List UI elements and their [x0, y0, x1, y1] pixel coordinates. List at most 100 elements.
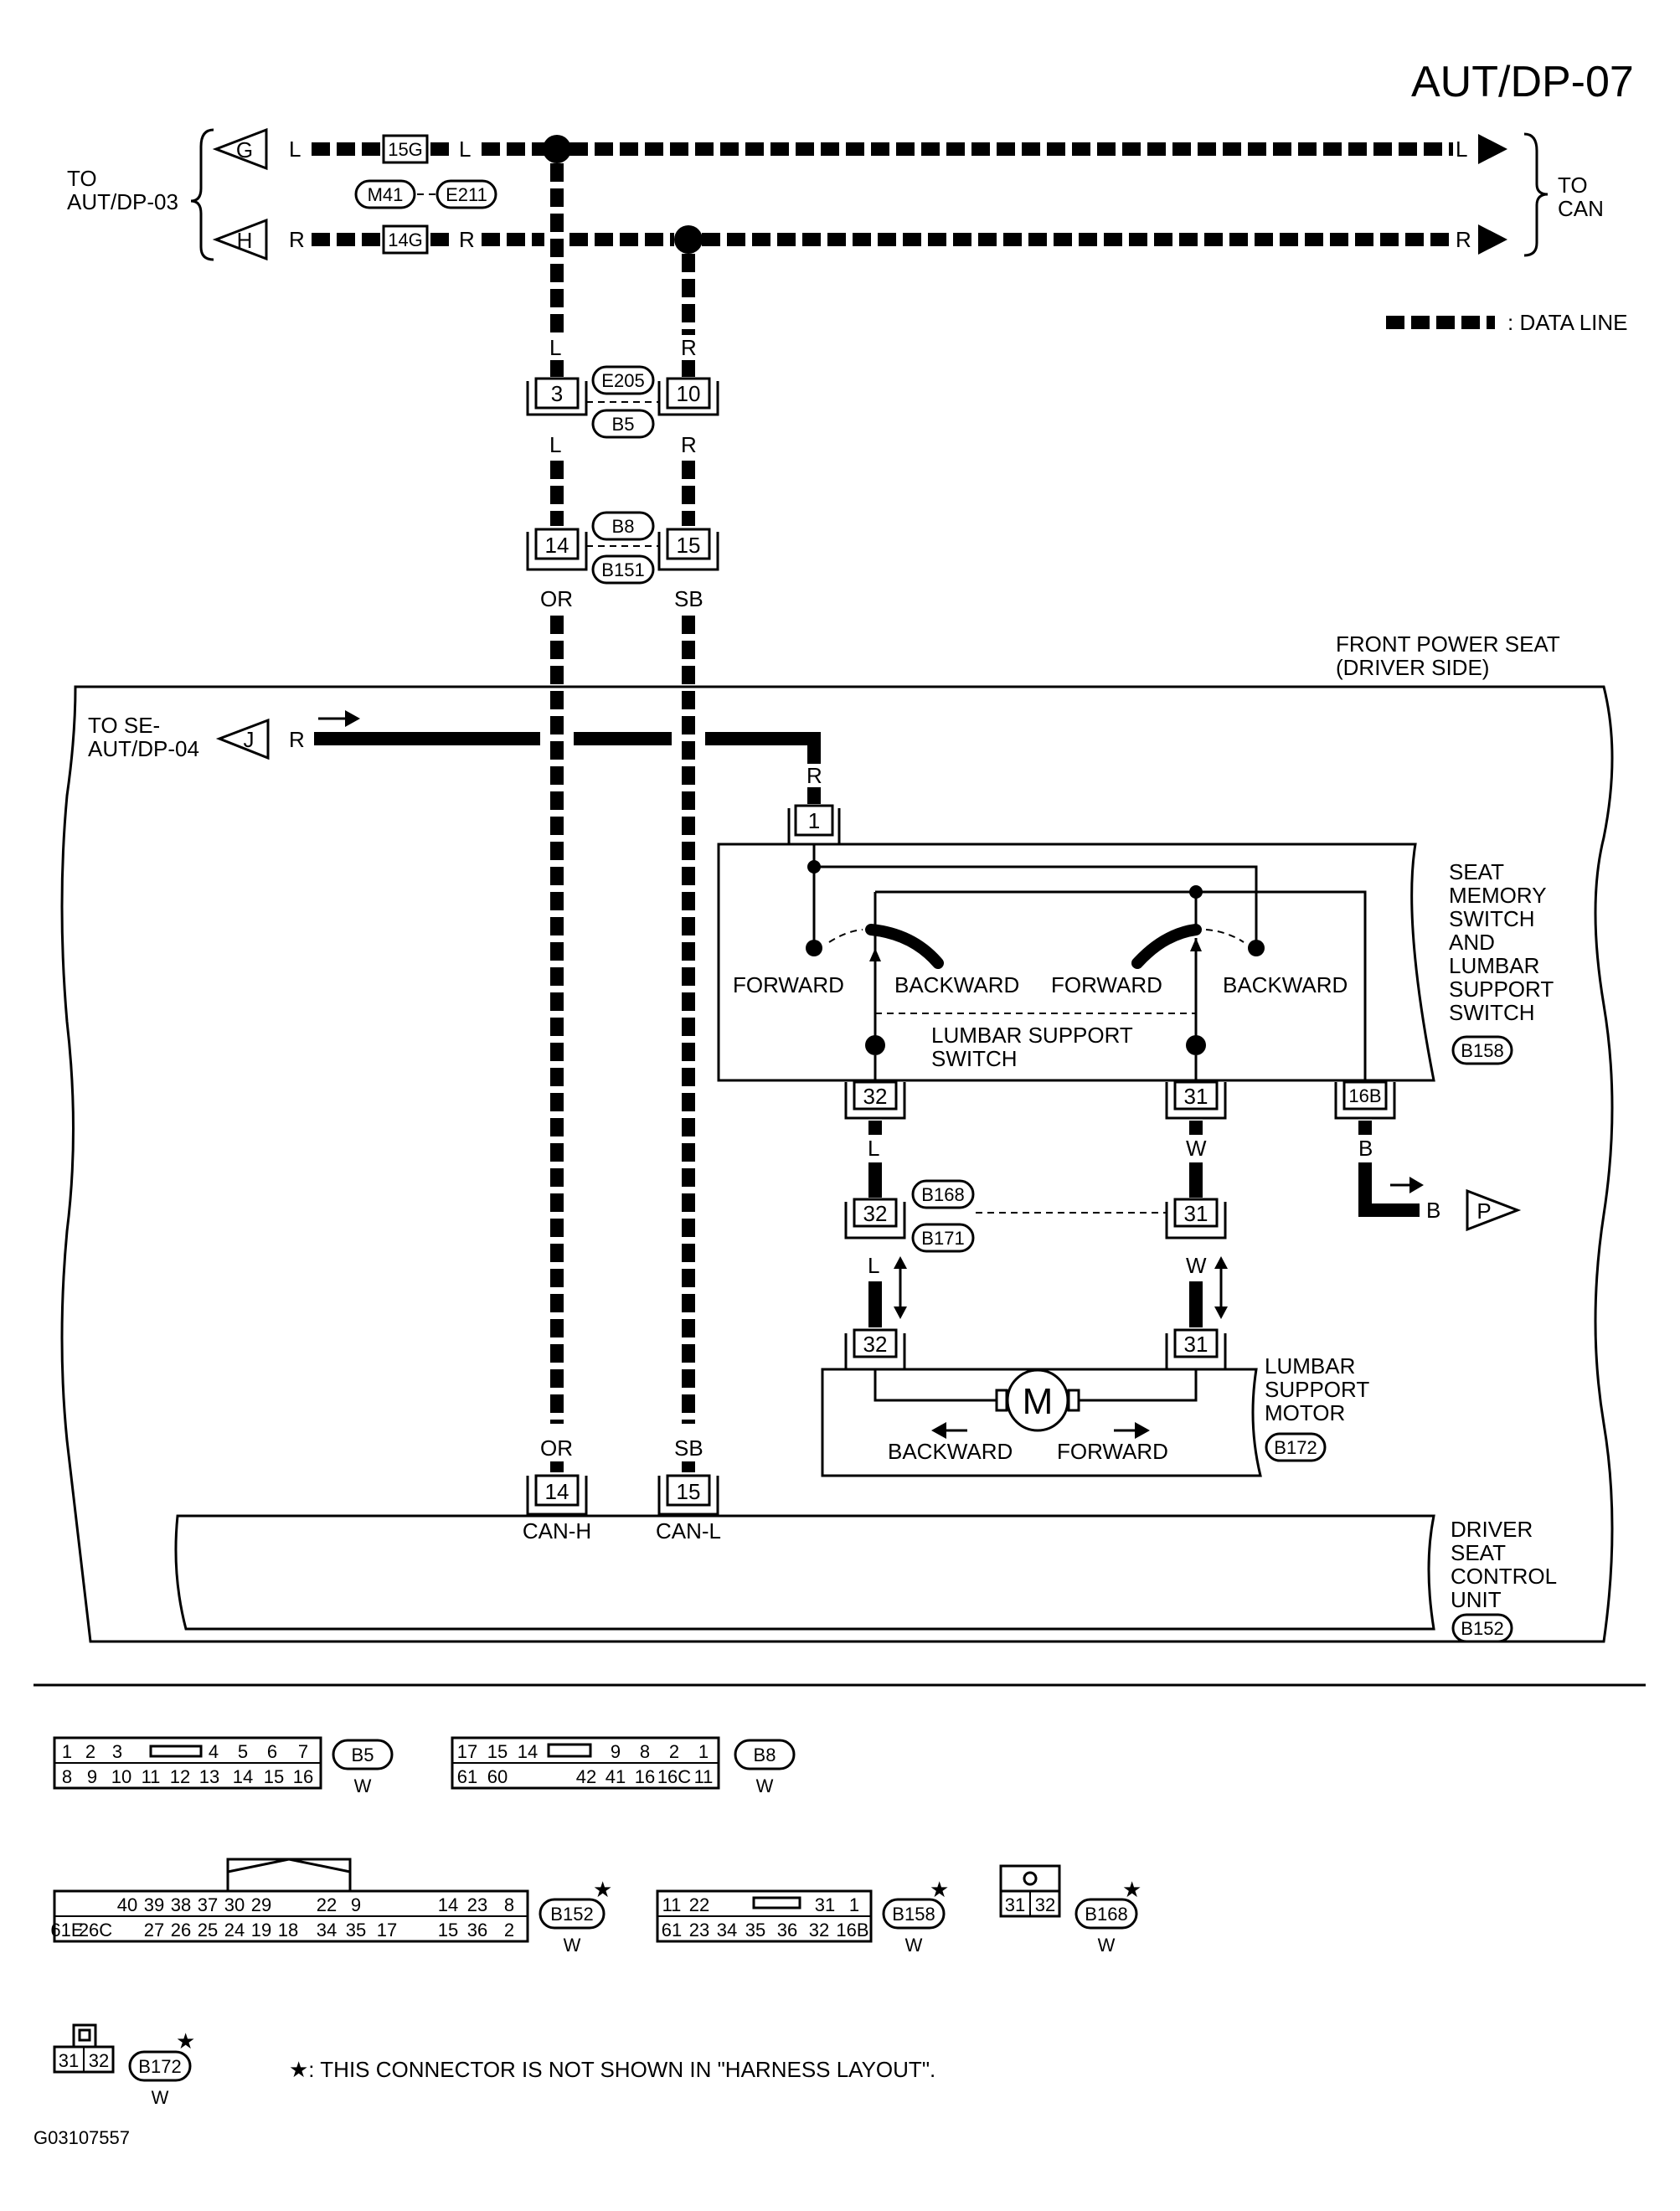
b158-face-color: W — [905, 1935, 923, 1956]
b158-bottom-pin: 23 — [689, 1920, 709, 1940]
connector-m41 — [354, 179, 416, 209]
b8-top-pin: 2 — [669, 1741, 679, 1762]
b5-bottom-pin: 12 — [170, 1766, 190, 1787]
wire-l-top-mid: L — [459, 137, 471, 162]
pin-14b-socket — [526, 1476, 588, 1516]
pin-32b-socket — [844, 1202, 906, 1240]
switch-title-2: MEMORY — [1449, 883, 1547, 908]
right-offpage-title-1: TO — [1558, 173, 1588, 198]
lumbar-switch-label-2: SWITCH — [931, 1046, 1018, 1071]
b5-top-pin: 5 — [238, 1741, 248, 1762]
pin-32c — [853, 1328, 898, 1358]
wire-l-top-right: L — [1456, 137, 1467, 162]
b5-bottom-pin: 14 — [233, 1766, 253, 1787]
b8-face-tag-label: B8 — [754, 1745, 776, 1765]
front-seat-title-2: (DRIVER SIDE) — [1336, 655, 1489, 680]
b158-top-pins: 11 22 31 1 — [662, 1894, 860, 1915]
b8-top-pin: 17 — [457, 1741, 477, 1762]
switch-forward-left: FORWARD — [733, 972, 844, 997]
pin-31a — [1173, 1080, 1219, 1111]
switch-forward-right: FORWARD — [1051, 972, 1162, 997]
arrow-right-r — [1478, 224, 1507, 255]
motor-title-1: LUMBAR — [1265, 1353, 1355, 1379]
pin-31b — [1173, 1198, 1219, 1228]
b152-bottom-pin: 15 — [438, 1920, 458, 1940]
b172-face-tag-label: B172 — [138, 2056, 181, 2077]
wire-r-1: R — [681, 335, 697, 360]
connector-face-b152 — [53, 1858, 529, 1943]
connector-note: ★: THIS CONNECTOR IS NOT SHOWN IN "HARNE… — [289, 2057, 935, 2082]
b152-bottom-pin: 35 — [346, 1920, 366, 1940]
b158-bottom-pin: 16B — [836, 1920, 868, 1940]
offpage-h-label: H — [237, 228, 253, 253]
pin-32b-label: 32 — [863, 1201, 888, 1226]
b172-pin: 32 — [89, 2050, 109, 2071]
arrow-w-up — [1214, 1256, 1228, 1269]
connector-b158-tag-label: B158 — [1461, 1040, 1503, 1061]
pin-3-label: 3 — [551, 381, 563, 406]
b172-pin: 31 — [59, 2050, 79, 2071]
wire-l-2: L — [549, 432, 561, 457]
b172-face-tag — [128, 2050, 192, 2082]
b5-bottom-pin: 8 — [62, 1766, 72, 1787]
b158-top-pin: 1 — [849, 1894, 859, 1915]
seat-memory-switch-box — [717, 843, 1435, 1082]
left-offpage-title-1: TO — [67, 166, 97, 191]
b158-top-pin: 31 — [815, 1894, 835, 1915]
motor-brush-left — [995, 1389, 1008, 1412]
b5-bottom-pin: 11 — [142, 1766, 161, 1787]
b152-face-color: W — [564, 1935, 581, 1956]
switch-title-7: SWITCH — [1449, 1000, 1535, 1025]
page-id: AUT/DP-07 — [1411, 58, 1634, 106]
b8-bottom-pin: 16C — [657, 1766, 691, 1787]
offpage-j-title-2: AUT/DP-04 — [88, 736, 199, 761]
b158-star: ★ — [930, 1877, 949, 1902]
b152-top-pins: 40 39 38 37 30 29 22 9 14 23 8 — [117, 1894, 514, 1915]
wire-r-top-left: R — [289, 227, 305, 252]
b8-bottom-pin: 41 — [606, 1766, 626, 1787]
legend-data-line-label: : DATA LINE — [1507, 310, 1628, 335]
motor-brush-right — [1067, 1389, 1080, 1412]
b172-star: ★ — [176, 2028, 195, 2054]
switch-title-6: SUPPORT — [1449, 977, 1554, 1002]
pin-15b — [666, 1474, 711, 1507]
wire-or-1: OR — [540, 586, 573, 611]
connector-b5-tag-label: B5 — [612, 414, 635, 435]
switch-pole-left-arrow — [869, 948, 881, 961]
connector-b5-tag — [591, 409, 655, 439]
b152-bottom-pin: 19 — [251, 1920, 271, 1940]
offpage-h: H — [212, 218, 268, 261]
pin-10-socket — [657, 381, 719, 416]
splice-node-l — [543, 135, 571, 163]
b158-face-tag — [882, 1898, 946, 1930]
switch-blade-right — [1131, 924, 1202, 969]
pin-15b-socket — [657, 1476, 719, 1516]
wire-w-label-a: W — [1186, 1136, 1207, 1161]
b8-top-pin: 1 — [698, 1741, 709, 1762]
motor-title-3: MOTOR — [1265, 1400, 1345, 1425]
wire-r-j: R — [289, 727, 305, 752]
switch-internal-b — [875, 890, 1367, 1080]
power-line-r-c — [705, 732, 821, 764]
b152-bottom-pin: 61E — [50, 1920, 83, 1940]
b5-top-pins: 1 2 3 4 5 6 7 — [62, 1741, 308, 1762]
offpage-j-title-1: TO SE- — [88, 713, 160, 738]
b5-bottom-pin: 15 — [264, 1766, 284, 1787]
b152-top-pin: 8 — [504, 1894, 514, 1915]
b8-top-pins: 17 15 14 9 8 2 1 — [457, 1741, 709, 1762]
pin-16b-socket — [1334, 1082, 1396, 1120]
b152-top-pin: 38 — [171, 1894, 191, 1915]
b168-pin: 31 — [1005, 1894, 1025, 1915]
wire-b-seg2 — [1358, 1162, 1420, 1217]
b152-bottom-pin: 26C — [79, 1920, 112, 1940]
pin-15 — [666, 528, 711, 560]
connector-b151 — [591, 554, 655, 585]
b152-top-pin: 23 — [467, 1894, 487, 1915]
control-unit-title-3: CONTROL — [1451, 1564, 1557, 1589]
switch-title-3: SWITCH — [1449, 906, 1535, 931]
b5-top-pin: 3 — [112, 1741, 122, 1762]
connector-e205 — [591, 365, 655, 395]
pin-32c-label: 32 — [863, 1332, 888, 1357]
arrow-j-head — [345, 710, 360, 727]
b5-bottom-pin: 13 — [199, 1766, 219, 1787]
